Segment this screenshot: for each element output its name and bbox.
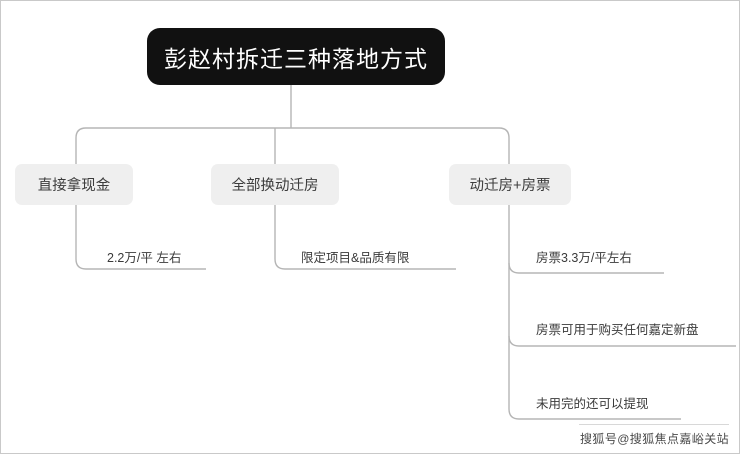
branch-node-label: 动迁房+房票 — [469, 178, 551, 194]
branch-node-1[interactable]: 全部换动迁房 — [211, 164, 339, 205]
leaf-rule-2-0 — [508, 262, 664, 274]
leaf-rule-2-2 — [508, 408, 681, 420]
watermark-divider — [579, 424, 729, 425]
branch-node-label: 全部换动迁房 — [231, 178, 319, 194]
leaf-rule-0-0 — [75, 258, 206, 270]
branch-elbow-0 — [75, 127, 87, 164]
branch-node-label: 直接拿现金 — [37, 178, 111, 194]
leaf-label-2-2[interactable]: 未用完的还可以提现 — [536, 397, 649, 411]
root-node[interactable]: 彭赵村拆迁三种落地方式 — [147, 28, 445, 85]
leaf-label-2-0[interactable]: 房票3.3万/平左右 — [536, 251, 632, 265]
leaf-label-0-0[interactable]: 2.2万/平 左右 — [107, 251, 182, 265]
leaf-rule-2-1 — [508, 335, 736, 347]
leaf-rule-1-0 — [274, 258, 456, 270]
branch-node-0[interactable]: 直接拿现金 — [15, 164, 133, 205]
branch-node-2[interactable]: 动迁房+房票 — [449, 164, 571, 205]
watermark-label: 搜狐号@搜狐焦点嘉峪关站 — [580, 432, 729, 446]
branch-elbow-2 — [498, 127, 510, 164]
leaf-label-2-1[interactable]: 房票可用于购买任何嘉定新盘 — [536, 323, 699, 337]
root-node-label: 彭赵村拆迁三种落地方式 — [164, 45, 428, 72]
leaf-label-1-0[interactable]: 限定项目&品质有限 — [301, 251, 410, 265]
